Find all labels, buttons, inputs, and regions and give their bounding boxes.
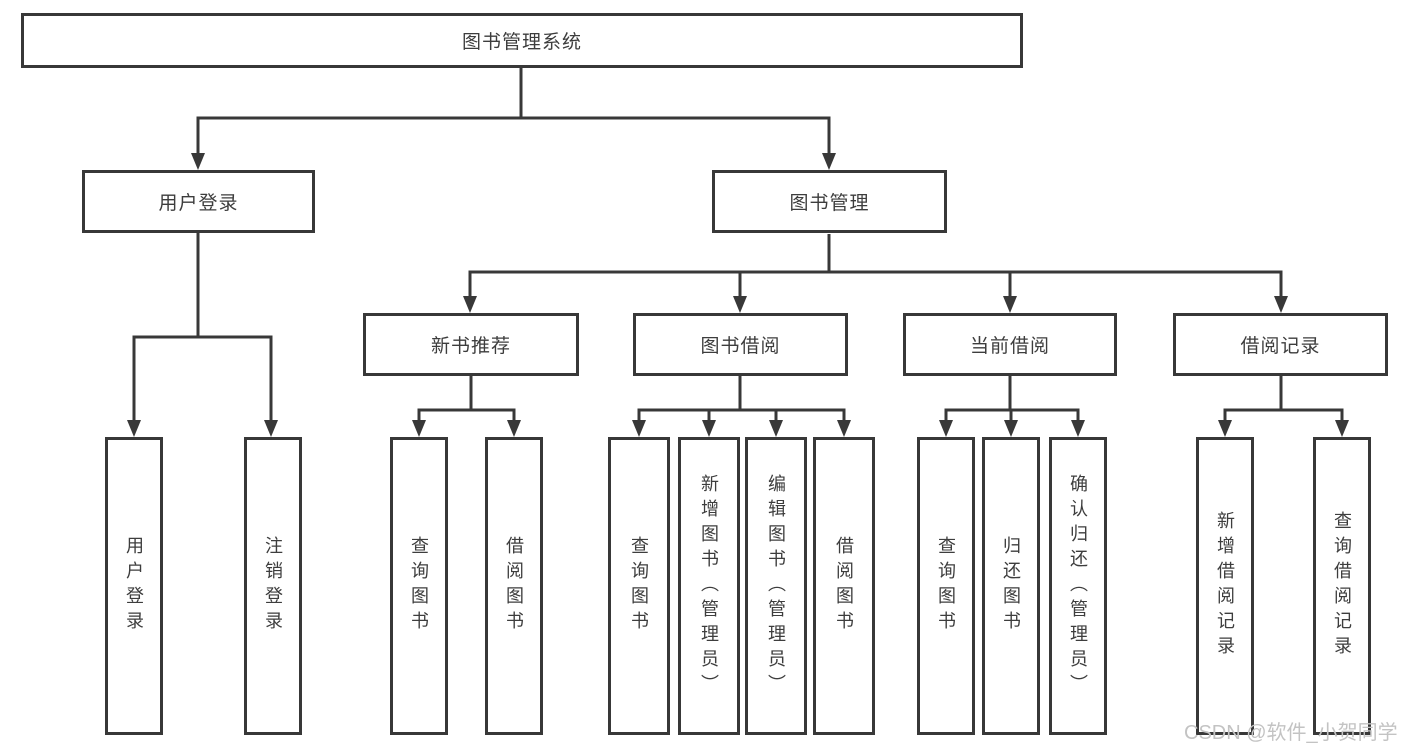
arrowhead [733, 296, 747, 313]
arrowhead [837, 420, 851, 437]
node-label: 用户登录 [124, 536, 144, 636]
arrowhead [1274, 296, 1288, 313]
arrowhead [507, 420, 521, 437]
leaf-current-confirm-return-admin: 确认归还（管理员） [1049, 437, 1107, 735]
node-label: 归还图书 [1001, 536, 1021, 636]
arrowhead [412, 420, 426, 437]
node-current-borrow: 当前借阅 [903, 313, 1117, 376]
leaf-records-query-record: 查询借阅记录 [1313, 437, 1371, 735]
node-book-management: 图书管理 [712, 170, 947, 233]
leaf-logout-login: 注销登录 [244, 437, 302, 735]
node-label: 借阅图书 [504, 536, 524, 636]
leaf-current-return-books: 归还图书 [982, 437, 1040, 735]
node-label: 新增图书（管理员） [699, 473, 719, 699]
connector-line [417, 408, 516, 421]
watermark: CSDN @软件_小贺同学 [1184, 722, 1398, 744]
arrowhead [1071, 420, 1085, 437]
leaf-newbook-borrow-books: 借阅图书 [485, 437, 543, 735]
node-label: 查询图书 [936, 536, 956, 636]
node-borrow-records: 借阅记录 [1173, 313, 1388, 376]
arrowhead [127, 420, 141, 437]
node-root: 图书管理系统 [21, 13, 1023, 68]
node-label: 用户登录 [158, 193, 239, 214]
leaf-newbook-query-books: 查询图书 [390, 437, 448, 735]
arrowhead [463, 296, 477, 313]
node-new-book-recommend: 新书推荐 [363, 313, 579, 376]
node-label: 借阅图书 [834, 536, 854, 636]
node-label: 确认归还（管理员） [1068, 473, 1088, 699]
leaf-borrow-borrow-books: 借阅图书 [813, 437, 875, 735]
node-label: 借阅记录 [1240, 336, 1321, 357]
node-label: 查询借阅记录 [1332, 511, 1352, 661]
leaf-borrow-edit-books-admin: 编辑图书（管理员） [745, 437, 807, 735]
arrowheads [127, 153, 1349, 437]
node-user-login: 用户登录 [82, 170, 315, 233]
connector-line [196, 116, 831, 154]
node-label: 图书管理 [789, 193, 870, 214]
leaf-borrow-add-books-admin: 新增图书（管理员） [678, 437, 740, 735]
arrowhead [702, 420, 716, 437]
node-label: 图书借阅 [700, 336, 781, 357]
connector-line [637, 408, 846, 421]
arrowhead [264, 420, 278, 437]
node-label: 编辑图书（管理员） [766, 473, 786, 699]
node-label: 注销登录 [263, 536, 283, 636]
arrowhead [191, 153, 205, 170]
arrowhead [1335, 420, 1349, 437]
node-book-borrow: 图书借阅 [633, 313, 848, 376]
node-label: 图书管理系统 [461, 32, 582, 53]
leaf-current-query-books: 查询图书 [917, 437, 975, 735]
node-label: 查询图书 [409, 536, 429, 636]
connector-lines [132, 68, 1344, 421]
arrowhead [769, 420, 783, 437]
connector-line [468, 270, 1283, 297]
arrowhead [1003, 296, 1017, 313]
node-label: 新书推荐 [430, 336, 511, 357]
leaf-borrow-query-books: 查询图书 [608, 437, 670, 735]
arrowhead [1004, 420, 1018, 437]
leaf-records-add-record: 新增借阅记录 [1196, 437, 1254, 735]
node-label: 当前借阅 [969, 336, 1050, 357]
connector-line [132, 335, 273, 421]
arrowhead [822, 153, 836, 170]
connector-line [1223, 408, 1344, 421]
leaf-user-login: 用户登录 [105, 437, 163, 735]
arrowhead [632, 420, 646, 437]
arrowhead [1218, 420, 1232, 437]
arrowhead [939, 420, 953, 437]
node-label: 新增借阅记录 [1215, 511, 1235, 661]
node-label: 查询图书 [629, 536, 649, 636]
